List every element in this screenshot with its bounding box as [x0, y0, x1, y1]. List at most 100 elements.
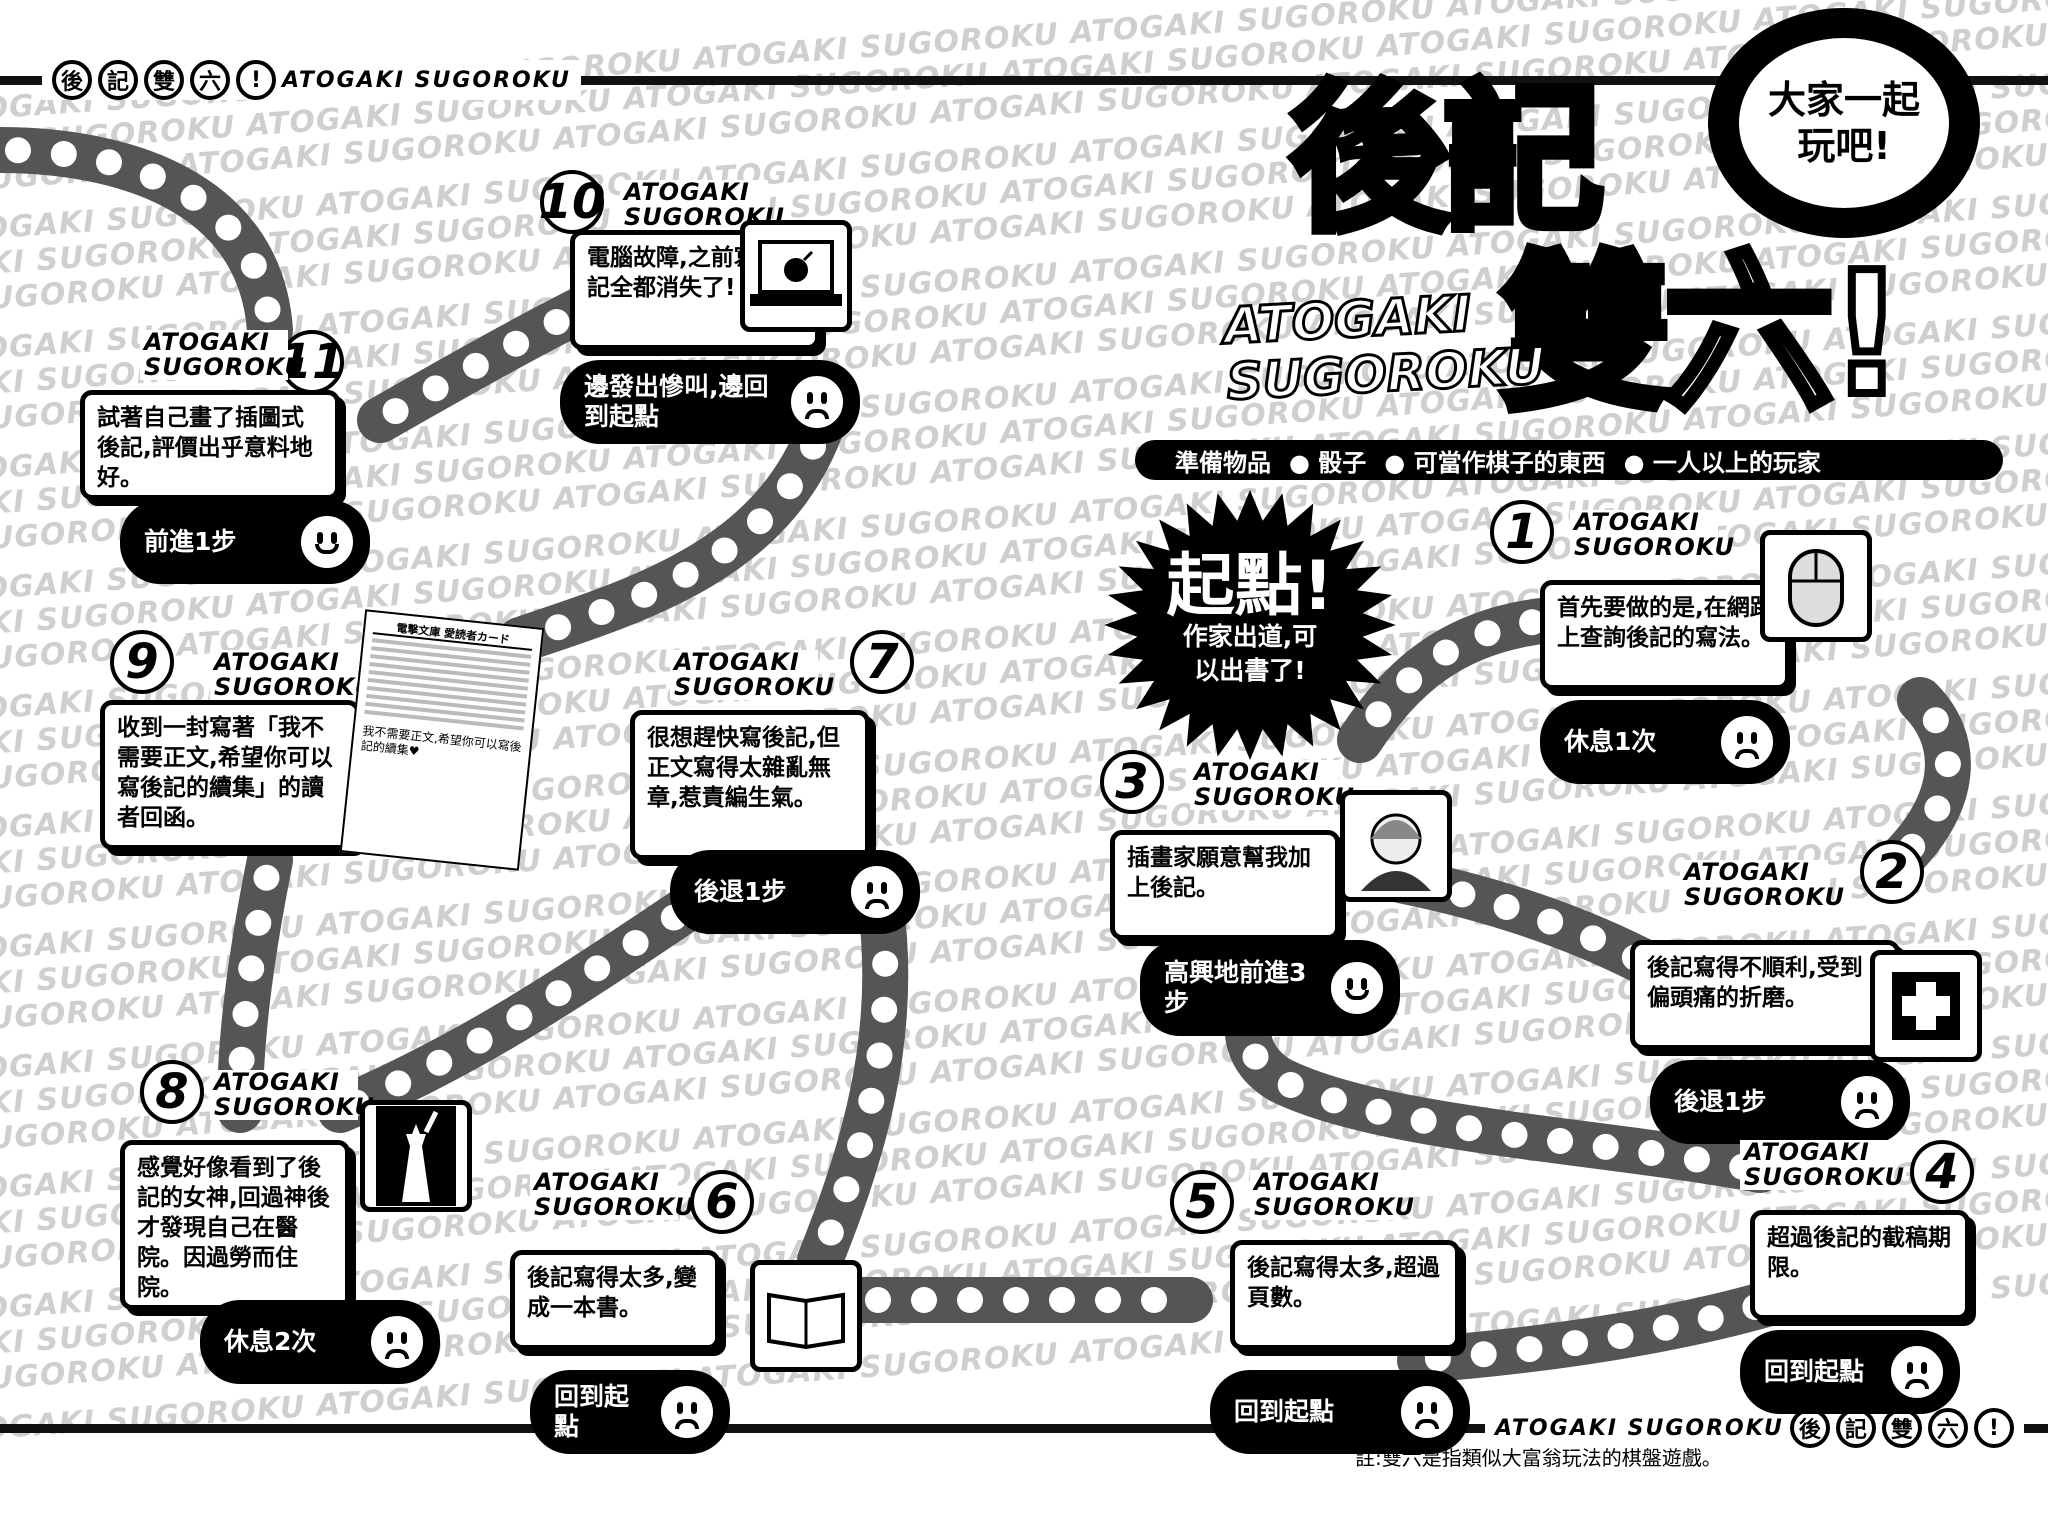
path-space — [1493, 894, 1520, 920]
sad-face-icon — [1398, 1383, 1456, 1441]
path-space — [422, 375, 449, 402]
card-handwriting: 我不需要正文,希望你可以寫後記的續集♥ — [360, 723, 523, 759]
sad-face-icon — [788, 373, 846, 431]
header-chip: 記 — [98, 60, 138, 100]
square-tag: ATOGAKI SUGOROKU — [1570, 510, 1734, 560]
path-space — [1924, 795, 1951, 822]
path-space — [1396, 667, 1423, 694]
footer-label: ATOGAKI SUGOROKU 後 記 雙 六 ! — [1485, 1408, 2024, 1448]
path-space — [584, 955, 611, 982]
header-label: 後 記 雙 六 ! ATOGAKI SUGOROKU — [42, 60, 581, 100]
path-space — [872, 950, 899, 977]
path-space — [253, 864, 280, 891]
square-tag: ATOGAKI SUGOROKU — [530, 1170, 694, 1220]
path-space — [240, 252, 267, 279]
path-space — [865, 1287, 891, 1313]
path-space — [1922, 707, 1949, 734]
path-space — [382, 398, 409, 425]
path-space — [245, 909, 272, 936]
result-label: 休息2次 — [224, 1327, 317, 1356]
square-text: 收到一封寫著「我不需要正文,希望你可以寫後記的續集」的讀者回函。 — [100, 700, 360, 850]
path-space — [1580, 925, 1606, 952]
square-text: 後記寫得太多,變成一本書。 — [510, 1250, 720, 1350]
item: ● 一人以上的玩家 — [1623, 448, 1821, 477]
start-text: 作家出道,可以出書了! — [1182, 622, 1318, 685]
path-space — [506, 1004, 533, 1031]
square-text: 試著自己畫了插圖式後記,評價出乎意料地好。 — [80, 390, 340, 500]
path-space — [1365, 1098, 1392, 1125]
square-number: 6 — [690, 1170, 754, 1234]
path-space — [545, 614, 572, 641]
path-space — [1934, 751, 1961, 778]
path-space — [543, 309, 570, 335]
square-tag: ATOGAKI SUGOROKU — [1680, 860, 1844, 910]
happy-face-icon — [1328, 959, 1386, 1017]
path-space — [1277, 1072, 1304, 1098]
start-label: 起點! — [1166, 547, 1334, 626]
path-space — [1470, 1341, 1497, 1368]
result-label: 後退1步 — [1674, 1087, 1767, 1116]
path-space — [1095, 1287, 1121, 1313]
square-tag: ATOGAKI SUGOROKU — [210, 650, 374, 700]
square-result: 回到起點 — [1740, 1330, 1960, 1414]
path-space — [215, 214, 242, 241]
mouse-icon — [1760, 530, 1872, 642]
path-space — [866, 1042, 893, 1069]
square-number: 5 — [1170, 1170, 1234, 1234]
items-needed-bar: 準備物品 ● 骰子 ● 可當作棋子的東西 ● 一人以上的玩家 — [1135, 440, 2003, 480]
square-result: 回到起點 — [1210, 1370, 1470, 1454]
square-number: 1 — [1490, 500, 1554, 564]
first-aid-icon — [1870, 950, 1982, 1062]
result-label: 邊發出慘叫,邊回到起點 — [584, 372, 769, 431]
path-space — [238, 955, 265, 982]
square-number: 2 — [1860, 840, 1924, 904]
square-text: 後記寫得不順利,受到偏頭痛的折磨。 — [1630, 940, 1900, 1050]
square-number: 11 — [279, 330, 345, 394]
square-number: 9 — [110, 630, 174, 694]
square-tag: ATOGAKI SUGOROKU — [210, 1070, 374, 1120]
square-number: 10 — [539, 170, 605, 234]
square-text: 超過後記的截稿期限。 — [1750, 1210, 1970, 1320]
path-space — [1365, 701, 1392, 728]
square-number: 8 — [140, 1060, 204, 1124]
title-bubble-text: 大家一起玩吧! — [1739, 38, 1949, 208]
square-text: 插畫家願意幫我加上後記。 — [1110, 830, 1340, 940]
path-space — [1537, 908, 1564, 935]
square-result: 後退1步 — [1650, 1060, 1910, 1144]
path-space — [1003, 1287, 1029, 1313]
sad-face-icon — [1718, 713, 1776, 771]
path-space — [462, 352, 489, 379]
square-text: 後記寫得太多,超過頁數。 — [1230, 1240, 1460, 1350]
path-space — [385, 1070, 412, 1097]
start-burst: 起點! 作家出道,可以出書了! — [1100, 490, 1400, 760]
path-space — [672, 561, 699, 588]
path-space — [622, 930, 649, 956]
path-space — [503, 330, 530, 357]
path-space — [139, 163, 166, 190]
path-space — [1519, 609, 1546, 636]
result-label: 後退1步 — [694, 877, 787, 906]
path-space — [228, 1046, 255, 1073]
footnote: 註:雙六是指類似大富翁玩法的棋盤遊戲。 — [1355, 1446, 1722, 1470]
laptop-bomb-icon — [740, 220, 852, 332]
path-space — [1652, 1314, 1679, 1341]
path-space — [1449, 881, 1476, 908]
book-icon — [750, 1260, 862, 1372]
path-space — [50, 141, 77, 167]
square-result: 後退1步 — [670, 850, 920, 934]
result-label: 回到起點 — [554, 1382, 630, 1441]
header-chip: ! — [236, 60, 276, 100]
path-space — [1607, 1323, 1634, 1349]
sad-face-icon — [658, 1383, 716, 1441]
path-space — [776, 473, 803, 500]
bottom-border — [0, 1424, 2048, 1433]
square-tag: ATOGAKI SUGOROKU — [1740, 1140, 1904, 1190]
square-text: 很想趕快寫後記,但正文寫得太雜亂無章,惹責編生氣。 — [630, 710, 870, 860]
path-space — [1547, 1128, 1574, 1154]
statue-icon — [360, 1100, 472, 1212]
path-space — [1432, 639, 1459, 666]
footer-atogaki: ATOGAKI SUGOROKU — [1495, 1415, 1784, 1441]
path-space — [5, 137, 31, 164]
